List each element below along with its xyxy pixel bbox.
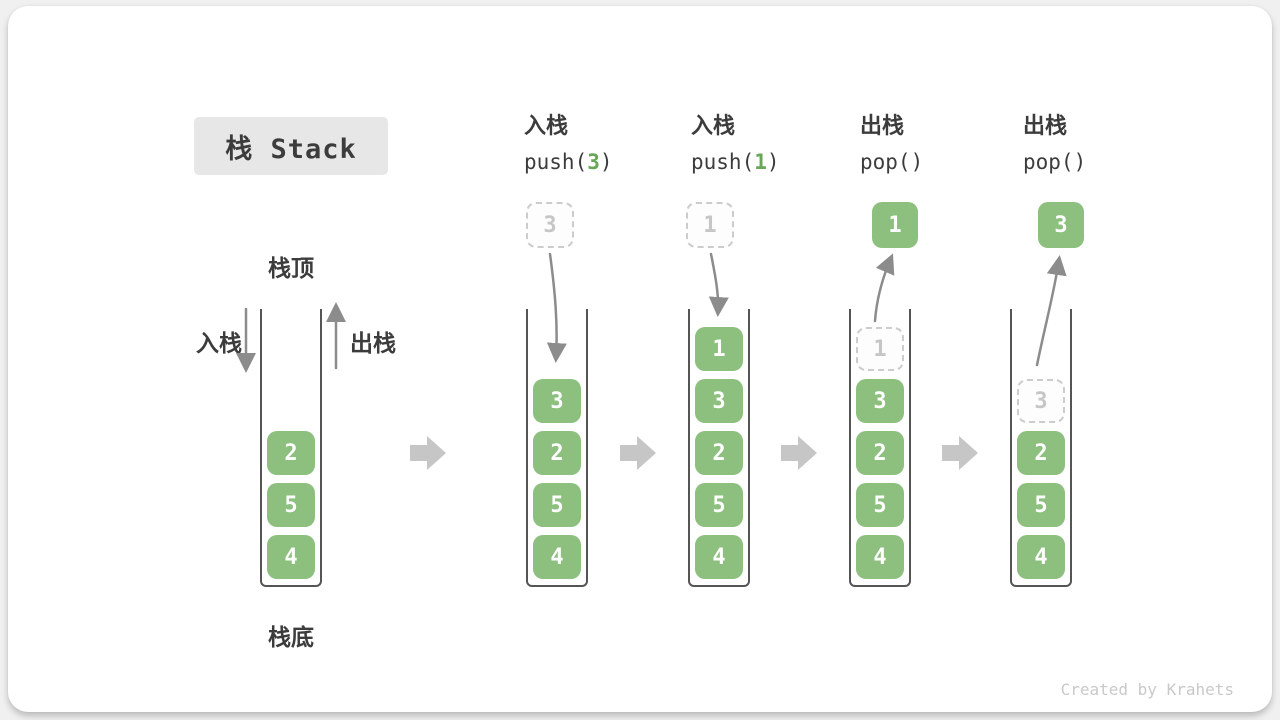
header-pop-second: 出栈 pop() <box>1023 112 1086 177</box>
header-push-3: 入栈 push(3) <box>524 112 613 177</box>
stack-after-pop-3: 3 2 5 4 <box>1010 309 1072 587</box>
stack-element: 5 <box>1017 483 1065 527</box>
stack-element: 4 <box>1017 535 1065 579</box>
code-arg: 1 <box>754 150 767 174</box>
code-post: ) <box>766 150 780 174</box>
stack-top-label: 栈顶 <box>268 256 314 282</box>
incoming-element: 1 <box>686 202 734 248</box>
header-code: pop() <box>860 147 923 177</box>
step-arrow-icon <box>781 436 817 470</box>
code-post: ) <box>910 150 924 174</box>
popped-element: 3 <box>1038 202 1084 248</box>
stack-element: 4 <box>856 535 904 579</box>
stack-element: 5 <box>533 483 581 527</box>
stack-element: 4 <box>267 535 315 579</box>
stack-element: 2 <box>856 431 904 475</box>
stack-element: 4 <box>533 535 581 579</box>
stack-bottom-label: 栈底 <box>268 625 314 651</box>
stack-element: 1 <box>695 327 743 371</box>
code-pre: push( <box>524 150 588 174</box>
code-post: ) <box>1073 150 1087 174</box>
stack-element: 5 <box>856 483 904 527</box>
diagram-card: 栈 Stack 入栈 push(3) 入栈 push(1) 出栈 pop() 出… <box>8 6 1272 712</box>
popped-element: 1 <box>872 202 918 248</box>
step-arrow-icon <box>410 436 446 470</box>
step-arrow-icon <box>942 436 978 470</box>
code-pre: pop( <box>860 150 911 174</box>
code-pre: push( <box>691 150 755 174</box>
stack-after-pop-1: 1 3 2 5 4 <box>849 309 911 587</box>
arrows-overlay <box>236 252 1067 470</box>
header-op-label: 入栈 <box>691 114 736 139</box>
header-push-1: 入栈 push(1) <box>691 112 780 177</box>
header-pop-first: 出栈 pop() <box>860 112 923 177</box>
header-op-label: 出栈 <box>860 114 905 139</box>
step-arrow-icon <box>620 436 656 470</box>
header-code: pop() <box>1023 147 1086 177</box>
stack-element-removed: 3 <box>1017 379 1065 423</box>
title-text: 栈 Stack <box>225 133 357 165</box>
stack-initial: 2 5 4 <box>260 309 322 587</box>
stack-after-push-3: 3 2 5 4 <box>526 309 588 587</box>
code-arg: 3 <box>587 150 600 174</box>
stack-element: 2 <box>533 431 581 475</box>
stack-element: 3 <box>533 379 581 423</box>
stack-element: 3 <box>856 379 904 423</box>
stack-element: 5 <box>267 483 315 527</box>
pop-label: 出栈 <box>350 331 396 357</box>
code-post: ) <box>599 150 613 174</box>
stack-element: 3 <box>695 379 743 423</box>
header-code: push(3) <box>524 147 613 177</box>
stack-element: 4 <box>695 535 743 579</box>
push-trajectory-arrow-icon <box>708 252 729 317</box>
incoming-element: 3 <box>526 202 574 248</box>
header-code: push(1) <box>691 147 780 177</box>
code-pre: pop( <box>1023 150 1074 174</box>
header-op-label: 出栈 <box>1023 114 1068 139</box>
stack-element: 5 <box>695 483 743 527</box>
stack-after-push-1: 1 3 2 5 4 <box>688 309 750 587</box>
stack-element-removed: 1 <box>856 327 904 371</box>
push-label: 入栈 <box>196 331 242 357</box>
stack-element: 2 <box>1017 431 1065 475</box>
header-op-label: 入栈 <box>524 114 569 139</box>
credit-text: Created by Krahets <box>1060 680 1234 699</box>
stack-element: 2 <box>267 431 315 475</box>
title-badge: 栈 Stack <box>194 117 388 175</box>
stack-element: 2 <box>695 431 743 475</box>
